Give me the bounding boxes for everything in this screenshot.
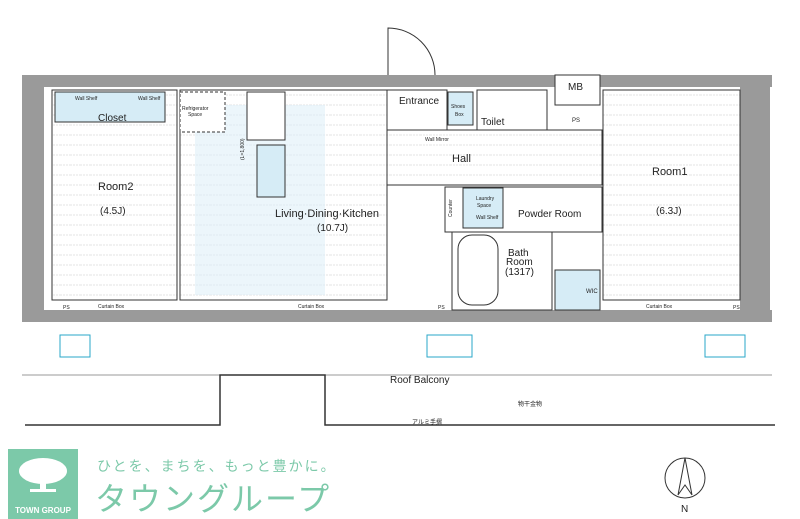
room1-size: (6.3J) (656, 206, 682, 217)
room1-label: Room1 (652, 166, 687, 178)
aluminum-handrail (25, 374, 775, 426)
toilet-label: Toilet (481, 117, 505, 128)
wall-shelf-closet-1: Wall Shelf (75, 96, 98, 102)
hall-area (386, 129, 603, 186)
closet-label: Closet (98, 113, 127, 124)
south-wall (22, 310, 772, 322)
ps-label-4: PS (733, 305, 740, 311)
bath-label-2: Room (506, 257, 533, 268)
logo-tagline: ひとを、まちを、もっと豊かに。 (97, 458, 337, 474)
curtain-box-label-3: Curtain Box (646, 304, 673, 310)
entrance-label: Entrance (399, 96, 439, 107)
room1-area (602, 89, 741, 301)
wic-label: WIC (586, 289, 598, 295)
mb-label: MB (568, 82, 583, 93)
compass-label: N (681, 504, 688, 515)
north-wall (22, 75, 772, 87)
logo-english: TOWN GROUP (15, 506, 71, 515)
powder-room-label: Powder Room (518, 209, 581, 220)
wall-shelf-label: Wall Shelf (476, 215, 499, 221)
shoes-box-label-2: Box (455, 112, 464, 118)
ldk-label: Living·Dining·Kitchen (275, 208, 379, 220)
bath-label-1: Bath (508, 248, 529, 259)
north-compass-icon (664, 457, 706, 499)
room2-area (51, 89, 178, 301)
ps-label: PS (572, 118, 580, 124)
east-wall (740, 75, 770, 320)
room2-size: (4.5J) (100, 206, 126, 217)
ps-label-3: PS (438, 305, 445, 311)
ps-label-2: PS (63, 305, 70, 311)
wall-shelf-closet-2: Wall Shelf (138, 96, 161, 102)
tree-icon (19, 458, 67, 492)
refrigerator-label-1: Refrigerator (182, 106, 209, 112)
west-wall (22, 75, 44, 320)
ldk-size: (10.7J) (317, 223, 348, 234)
hall-label: Hall (452, 153, 471, 165)
laundry-label-2: Space (477, 203, 491, 209)
laundry-label-1: Laundry (476, 196, 495, 202)
wall-mirror-label: Wall Mirror (425, 137, 449, 143)
drying-hardware-label: 物干金物 (518, 400, 542, 408)
counter-label: Counter (448, 199, 454, 217)
curtain-box-label-2: Curtain Box (298, 304, 325, 310)
shoes-box-label-1: Shoes (451, 104, 466, 110)
aluminum-rail-label: アルミ手摺 (412, 418, 442, 426)
refrigerator-label-2: Space (188, 112, 202, 118)
curtain-box-label-1: Curtain Box (98, 304, 125, 310)
town-group-logo: TOWN GROUP (8, 449, 78, 519)
room2-label: Room2 (98, 181, 133, 193)
logo-brand: タウングループ (95, 481, 332, 517)
kitchen-length-label: (L=1,800) (240, 138, 246, 160)
bath-size: (1317) (505, 267, 534, 278)
roof-balcony-label: Roof Balcony (390, 375, 449, 386)
